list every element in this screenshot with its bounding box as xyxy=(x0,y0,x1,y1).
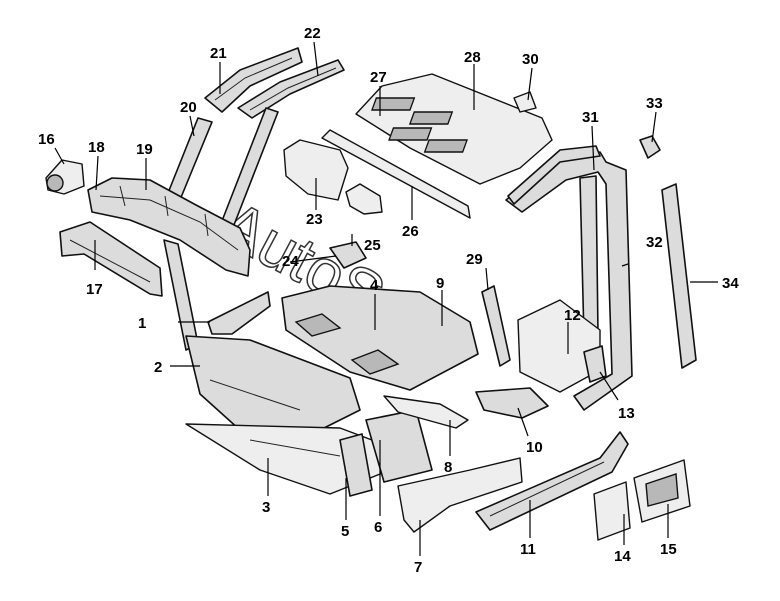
callout-31: 31 xyxy=(582,109,599,126)
part-11-rear-sill xyxy=(475,431,629,531)
callout-28: 28 xyxy=(464,49,481,66)
part-4-floor-panel xyxy=(281,285,479,391)
callout-12: 12 xyxy=(564,307,581,324)
part-5-riser xyxy=(339,433,373,497)
part-32-rear-frame xyxy=(505,145,633,411)
callout-2: 2 xyxy=(154,359,162,376)
callout-6: 6 xyxy=(374,519,382,536)
callout-34: 34 xyxy=(722,275,739,292)
callout-18: 18 xyxy=(88,139,105,156)
part-28-roof-panel xyxy=(355,73,553,185)
callout-15: 15 xyxy=(660,541,677,558)
callout-7: 7 xyxy=(414,559,422,576)
part-21-roof-rail xyxy=(204,47,303,113)
callout-16: 16 xyxy=(38,131,55,148)
part-19-cowl-panel xyxy=(87,177,251,277)
part-26-header-rail xyxy=(321,129,471,219)
part-2-front-floor xyxy=(185,335,361,441)
callout-22: 22 xyxy=(304,25,321,42)
callout-24: 24 xyxy=(282,253,299,270)
callout-14: 14 xyxy=(614,548,631,565)
callout-29: 29 xyxy=(466,251,483,268)
callout-19: 19 xyxy=(136,141,153,158)
part-33-bracket xyxy=(639,135,661,159)
callout-10: 10 xyxy=(526,439,543,456)
part-10-bracket xyxy=(475,387,549,419)
callout-32: 32 xyxy=(646,234,663,251)
part-8-member xyxy=(383,395,469,429)
part-15-plate xyxy=(633,459,691,523)
part-17-cross-member xyxy=(59,221,163,297)
part-30-bracket xyxy=(513,91,537,113)
callout-8: 8 xyxy=(444,459,452,476)
callout-30: 30 xyxy=(522,51,539,68)
part-16-bracket xyxy=(45,159,85,195)
visor-mount xyxy=(345,183,383,215)
callout-20: 20 xyxy=(180,99,197,116)
leader-lines xyxy=(54,41,718,556)
callout-23: 23 xyxy=(306,211,323,228)
part-29-pillar xyxy=(481,285,511,367)
callout-9: 9 xyxy=(436,275,444,292)
part-23-sun-visor xyxy=(283,139,349,201)
callout-21: 21 xyxy=(210,45,227,62)
part-1-bracket xyxy=(207,291,271,335)
part-6-cross-member xyxy=(365,409,433,483)
callout-3: 3 xyxy=(262,499,270,516)
callout-13: 13 xyxy=(618,405,635,422)
callout-33: 33 xyxy=(646,95,663,112)
hinge-pillar xyxy=(163,239,199,351)
callout-4: 4 xyxy=(370,277,379,294)
part-7-side-sill xyxy=(397,457,523,533)
callout-27: 27 xyxy=(370,69,387,86)
callout-25: 25 xyxy=(364,237,381,254)
callout-11: 11 xyxy=(520,541,536,558)
part-14-plate xyxy=(593,481,631,541)
callout-1: 1 xyxy=(138,315,146,332)
callout-labels: 1 2 3 4 5 6 7 8 9 10 11 12 13 14 15 16 1… xyxy=(38,25,739,576)
part-34-rear-pillar xyxy=(661,183,697,369)
callout-5: 5 xyxy=(341,523,349,540)
part-25-bracket xyxy=(329,241,367,269)
callout-17: 17 xyxy=(86,281,103,298)
callout-26: 26 xyxy=(402,223,419,240)
